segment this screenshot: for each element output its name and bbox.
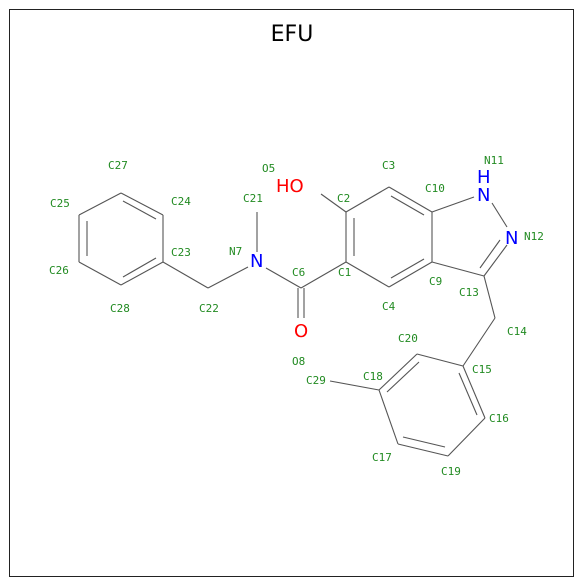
label-c18: C18: [363, 370, 383, 383]
bond-c28-c26: [78, 261, 122, 286]
bond-c2-o5: [320, 193, 347, 213]
bond-c22-n7: [207, 266, 249, 289]
amide-n-symbol: N: [250, 251, 263, 272]
bond-c17-c19-inner: [402, 436, 446, 448]
label-n7: N7: [229, 245, 242, 258]
diagram-title: EFU: [270, 22, 314, 47]
bond-c13-c14: [483, 275, 496, 319]
label-c15: C15: [472, 363, 492, 376]
bond-c25-c27: [78, 192, 122, 216]
label-c23: C23: [171, 246, 191, 259]
bond-n11-n12: [491, 202, 508, 228]
bond-c10-n11: [431, 196, 475, 213]
bond-c14-c15: [462, 317, 496, 367]
label-o8: O8: [292, 355, 305, 368]
bond-c13-c9: [431, 261, 485, 277]
bond-n12-c13-double: [479, 239, 501, 269]
label-c17: C17: [372, 451, 392, 464]
label-c3: C3: [382, 159, 395, 172]
label-c16: C16: [489, 412, 509, 425]
label-c26: C26: [49, 264, 69, 277]
label-c13: C13: [459, 286, 479, 299]
label-c9: C9: [429, 275, 442, 288]
label-n11: N11: [484, 154, 504, 167]
label-c29: C29: [306, 374, 326, 387]
label-c24: C24: [171, 195, 191, 208]
label-c1: C1: [338, 266, 351, 279]
label-c22: C22: [199, 302, 219, 315]
diagram-frame: [9, 9, 574, 577]
bond-c3-c10: [388, 186, 433, 213]
bond-c27-c24-inner: [122, 200, 157, 220]
tolyl-ring: [378, 353, 486, 457]
label-c27: C27: [108, 159, 128, 172]
label-c2: C2: [337, 192, 350, 205]
label-o5: O5: [262, 162, 275, 175]
indazole-benzene-ring: [345, 186, 433, 288]
ring-nh-n-symbol: N: [477, 185, 490, 206]
bond-n12-c13: [483, 244, 508, 277]
bond-c23-c22: [162, 261, 209, 289]
hydroxyl-symbol: HO: [276, 176, 304, 197]
bond-c16-c15-inner: [458, 372, 478, 416]
bond-c6-c1: [300, 261, 347, 289]
bond-c18-c29: [329, 380, 380, 391]
bond-c23-c28-inner: [122, 257, 157, 278]
pyrazole-ring: [431, 196, 508, 277]
bond-c20-c18-inner: [386, 361, 420, 393]
bond-c4-c1: [345, 261, 390, 288]
bond-c2-c3: [345, 186, 390, 213]
bond-c20-c18: [378, 353, 418, 391]
bond-c3-c10-inner: [390, 195, 425, 216]
label-c25: C25: [50, 197, 70, 210]
label-c4: C4: [382, 300, 396, 313]
label-c19: C19: [441, 465, 461, 478]
bond-c17-c19: [397, 443, 449, 457]
label-c6: C6: [292, 266, 305, 279]
bond-c9-c4-inner: [390, 258, 425, 279]
bond-c9-c4: [388, 261, 433, 288]
ring-n-symbol: N: [505, 228, 518, 249]
benzyl-ring: [78, 192, 164, 286]
bond-c27-c24: [120, 192, 164, 216]
bond-c19-c16: [447, 417, 486, 457]
label-n12: N12: [524, 230, 544, 243]
bond-c23-c28: [120, 261, 164, 286]
ring-nh-h-symbol: H: [477, 167, 491, 188]
bond-c15-c20: [416, 353, 464, 367]
bond-n7-c6: [265, 267, 302, 289]
bond-c16-c15: [462, 365, 486, 419]
carbonyl-o-symbol: O: [294, 321, 308, 342]
label-c21: C21: [243, 192, 263, 205]
label-c28: C28: [110, 302, 130, 315]
label-c20: C20: [398, 332, 418, 345]
label-c14: C14: [507, 325, 527, 338]
label-c10: C10: [425, 182, 445, 195]
bond-c18-c17: [378, 389, 399, 445]
